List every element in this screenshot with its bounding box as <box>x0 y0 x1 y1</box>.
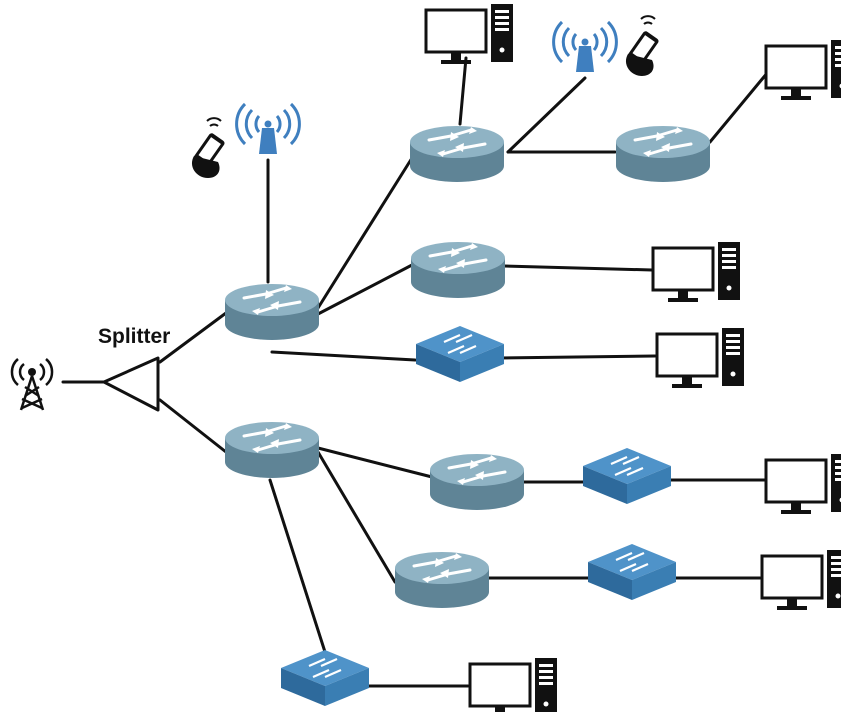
router-icon <box>614 124 712 184</box>
link-router-top-pc <box>458 56 468 126</box>
link-splitter-router-a <box>158 311 228 364</box>
router-icon <box>408 124 506 184</box>
router-icon <box>223 420 321 480</box>
link-switch-pc <box>498 354 657 360</box>
wifi-access-point-icon <box>235 102 301 156</box>
link-router-mid-pc <box>502 264 654 272</box>
router-icon <box>428 452 526 512</box>
desktop-computer-icon <box>764 38 841 102</box>
link-router-b-router-d <box>316 450 397 584</box>
splitter-triangle-icon <box>102 356 160 412</box>
desktop-computer-icon <box>651 240 742 304</box>
desktop-computer-icon <box>424 2 515 66</box>
splitter-label: Splitter <box>98 325 170 348</box>
desktop-computer-icon <box>760 548 841 612</box>
switch-icon <box>586 542 678 602</box>
switch-icon <box>279 648 371 708</box>
desktop-computer-icon <box>764 452 841 516</box>
link-router-a-router-mid <box>316 263 414 316</box>
router-icon <box>393 550 491 610</box>
switch-icon <box>581 446 673 506</box>
link-splitter-router-b <box>158 398 228 454</box>
link-router-a-router-top <box>316 156 414 310</box>
desktop-computer-icon <box>468 656 559 712</box>
link-router-b-router-c <box>316 446 434 479</box>
smartphone-hand-icon <box>190 117 227 179</box>
radio-tower-icon <box>10 358 54 411</box>
router-icon <box>409 240 507 300</box>
link-router-a-switch <box>270 350 417 362</box>
switch-icon <box>414 324 506 384</box>
link-router-top-ap <box>506 76 587 154</box>
link-router-right-pc <box>708 70 770 144</box>
smartphone-hand-icon <box>624 15 661 77</box>
link-router-b-switch-bottom <box>268 478 327 654</box>
desktop-computer-icon <box>655 326 746 390</box>
wifi-access-point-icon <box>552 20 618 74</box>
router-icon <box>223 282 321 342</box>
